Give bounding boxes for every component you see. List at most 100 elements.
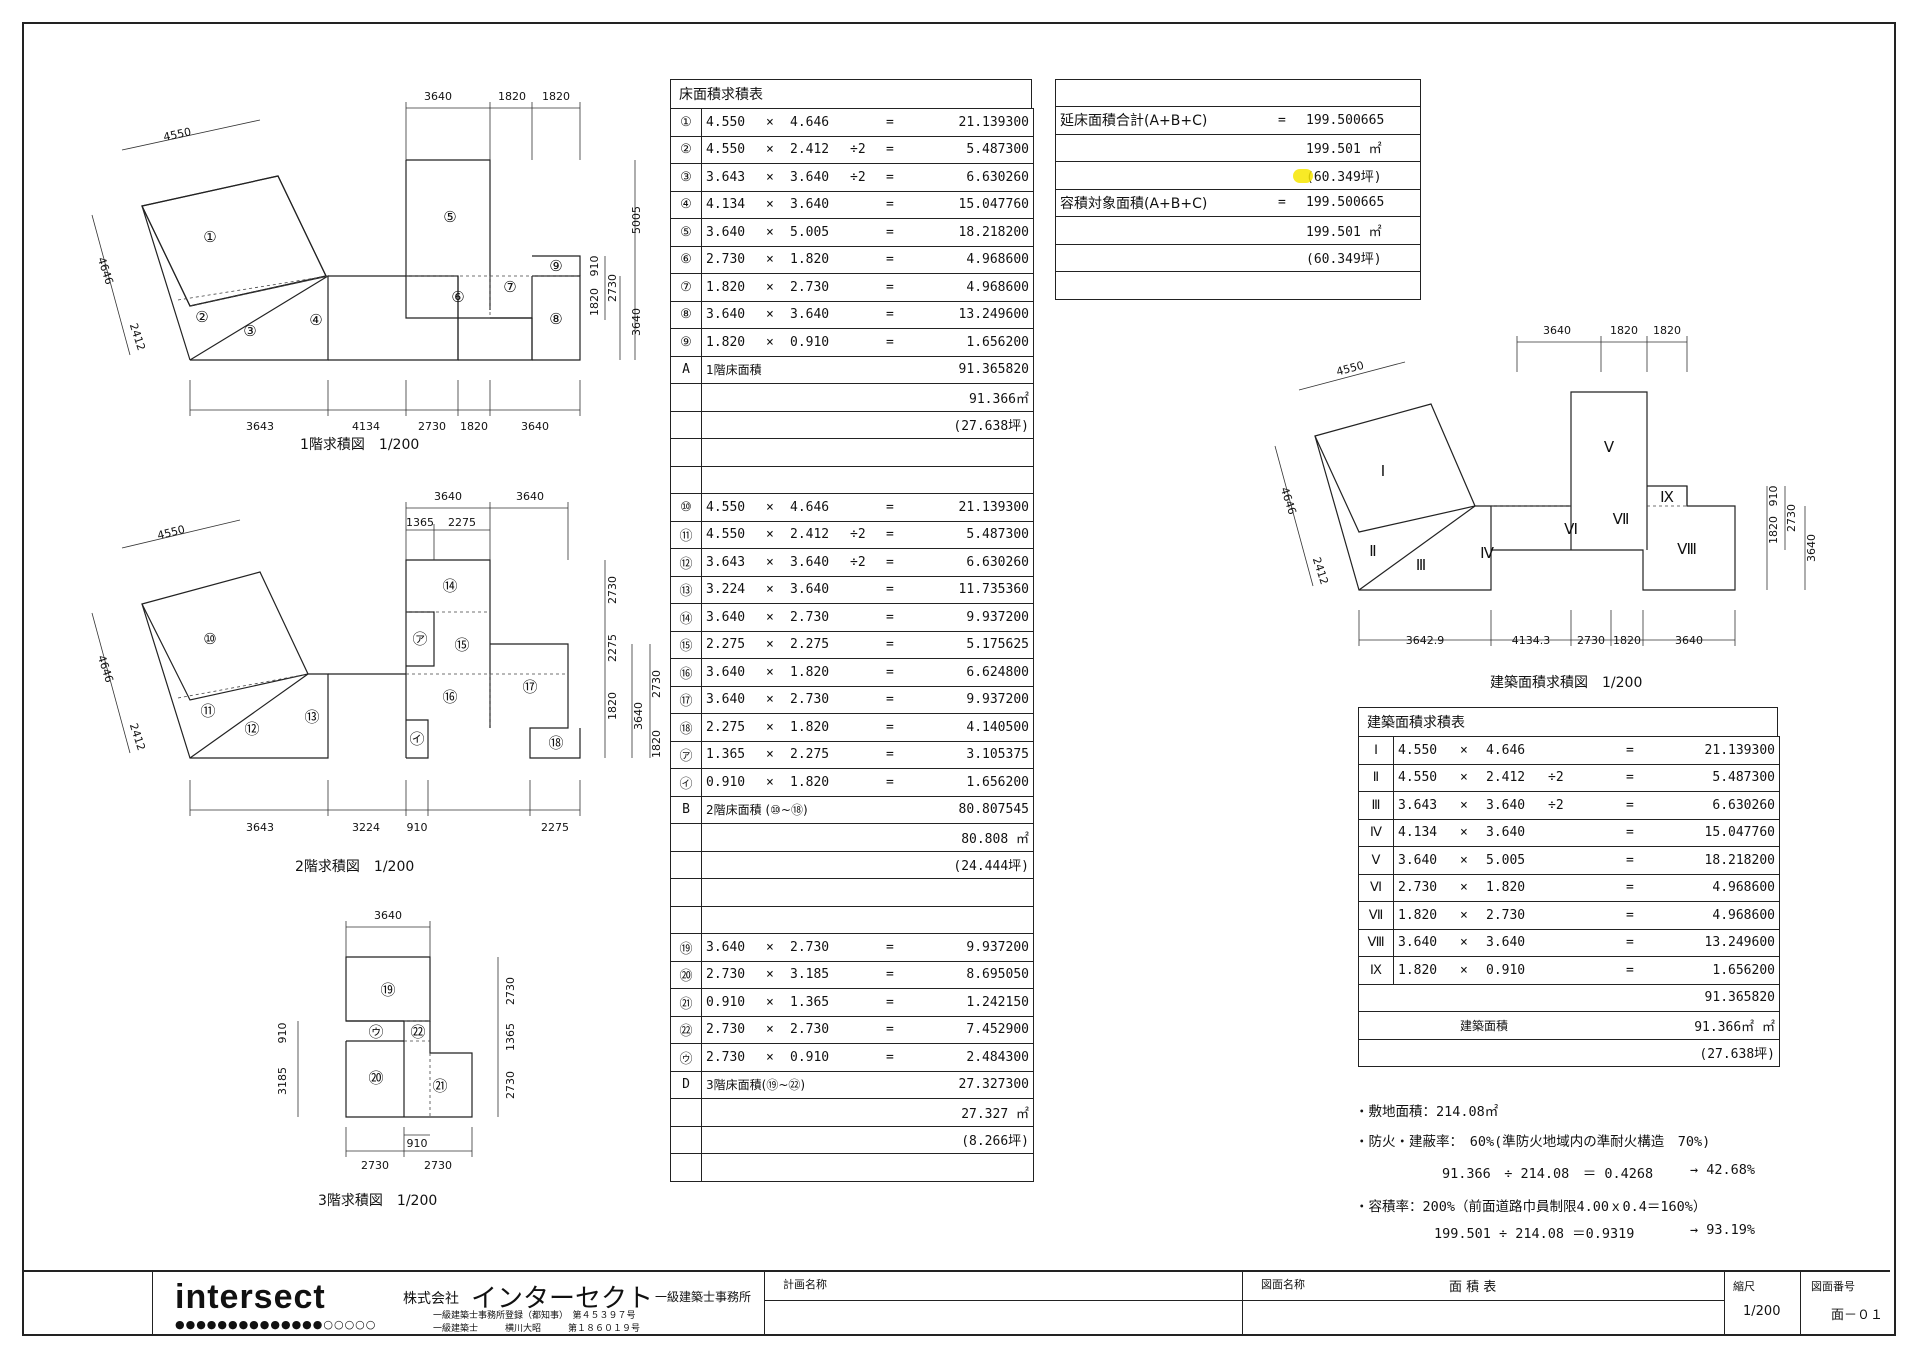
row-key: ② — [670, 135, 702, 164]
row-div — [846, 328, 882, 357]
row-eq: = — [882, 135, 906, 164]
row-a: 1.820 — [701, 328, 762, 357]
row-div — [846, 273, 882, 302]
row-key: Ⅷ — [1358, 928, 1394, 957]
f3-area-22: ㉒ — [410, 1023, 425, 1041]
f2-area-14: ⑭ — [442, 577, 457, 595]
f2-area-i: ㋑ — [409, 730, 424, 748]
note-coverage: ・防火・建蔽率： 60%(準防火地域内の準耐火構造 70%) — [1355, 1134, 1711, 1150]
row-op: × — [762, 658, 786, 687]
drawing-label: 図面名称 — [1261, 1278, 1305, 1291]
row-value: 13.249600 — [1646, 928, 1780, 957]
row-div — [1544, 901, 1622, 930]
row-sum-label: 1階床面積 — [701, 355, 882, 384]
row-a: 2.730 — [701, 245, 762, 274]
total-row-5-value: 199.501 ㎡ — [1302, 216, 1421, 245]
row-a: 1.820 — [1393, 956, 1456, 985]
row-b: 1.820 — [786, 245, 846, 274]
row-value: 4.140500 — [906, 713, 1034, 742]
total-area-table-wrap: 延床面積合計(A+B+C)=199.500665 199.501 ㎡ (60.3… — [1055, 79, 1421, 300]
note-far-result: → 93.19% — [1690, 1222, 1756, 1238]
f1-top-dim-1: 3640 — [424, 90, 452, 103]
row-a: 2.275 — [701, 713, 762, 742]
row-b: 1.820 — [786, 713, 846, 742]
bldg-right-dim-4: 3640 — [1805, 534, 1818, 562]
row-value: 1.242150 — [906, 988, 1034, 1017]
row-op: × — [762, 768, 786, 797]
floor-table-row — [670, 438, 1034, 467]
f3-area-u: ㋒ — [368, 1023, 383, 1041]
row-a: 3.224 — [701, 575, 762, 604]
row-a: 2.730 — [1393, 873, 1456, 902]
row-key: ⑯ — [670, 658, 702, 687]
row-op: × — [762, 163, 786, 192]
row-key: ⑥ — [670, 245, 702, 274]
row-value: 1.656200 — [906, 768, 1034, 797]
row-key: ⑳ — [670, 960, 702, 989]
row-value: 9.937200 — [906, 933, 1034, 962]
row-div — [846, 1015, 882, 1044]
row-key: ㋐ — [670, 740, 702, 769]
row-key: ㋒ — [670, 1043, 702, 1072]
drawing-name-cell: 図面名称 面 積 表 — [1242, 1272, 1725, 1334]
f2-right-dim-6: 1820 — [650, 730, 660, 758]
note-far-calc: 199.501 ÷ 214.08 ＝0.9319 — [1434, 1226, 1635, 1242]
bldg-left-dim-c: 2412 — [1310, 556, 1331, 587]
row-key: B — [670, 795, 702, 824]
row-eq: = — [882, 768, 906, 797]
f2-right-dim-3: 1820 — [606, 692, 619, 720]
row-op: × — [762, 603, 786, 632]
row-a: 3.640 — [701, 658, 762, 687]
row-b: 4.646 — [786, 108, 846, 137]
row-value — [701, 465, 1034, 494]
number-label: 図面番号 — [1811, 1280, 1855, 1293]
bldg-bottom-dim-3: 2730 — [1577, 634, 1605, 647]
row-eq: = — [1622, 818, 1646, 847]
row-eq: = — [882, 603, 906, 632]
row-key: D — [670, 1070, 702, 1099]
row-key: ⑲ — [670, 933, 702, 962]
row-b: 5.005 — [786, 218, 846, 247]
row-div — [846, 713, 882, 742]
row-eq: = — [882, 328, 906, 357]
row-key: ⑨ — [670, 328, 702, 357]
total-row-4-label: 容積対象面積(A+B+C) — [1055, 188, 1274, 217]
bldg-bottom-dim-5: 3640 — [1675, 634, 1703, 647]
row-value: 6.630260 — [906, 548, 1034, 577]
note-coverage-calc: 91.366 ÷ 214.08 ＝ 0.4268 — [1442, 1166, 1654, 1182]
row-value: 9.937200 — [906, 685, 1034, 714]
registration-1: 一級建築士事務所登録（都知事） 第４５３９７号 — [433, 1311, 636, 1321]
row-b: 1.820 — [786, 658, 846, 687]
bldg-left-dim-a: 4550 — [1335, 359, 1365, 379]
row-b: 2.412 — [786, 520, 846, 549]
bldg-area-3: Ⅲ — [1416, 556, 1426, 574]
row-op: × — [762, 713, 786, 742]
row-key: ③ — [670, 163, 702, 192]
f3-right-dim-3: 2730 — [504, 1071, 517, 1099]
row-op: × — [762, 740, 786, 769]
row-value: (27.638坪) — [701, 410, 1034, 439]
row-op: × — [1456, 928, 1482, 957]
row-value: 15.047760 — [906, 190, 1034, 219]
row-op: × — [762, 108, 786, 137]
row-key: ⑤ — [670, 218, 702, 247]
row-op: × — [762, 135, 786, 164]
row-b: 2.730 — [786, 273, 846, 302]
row-b: 3.640 — [1482, 928, 1544, 957]
row-a: 4.550 — [701, 135, 762, 164]
